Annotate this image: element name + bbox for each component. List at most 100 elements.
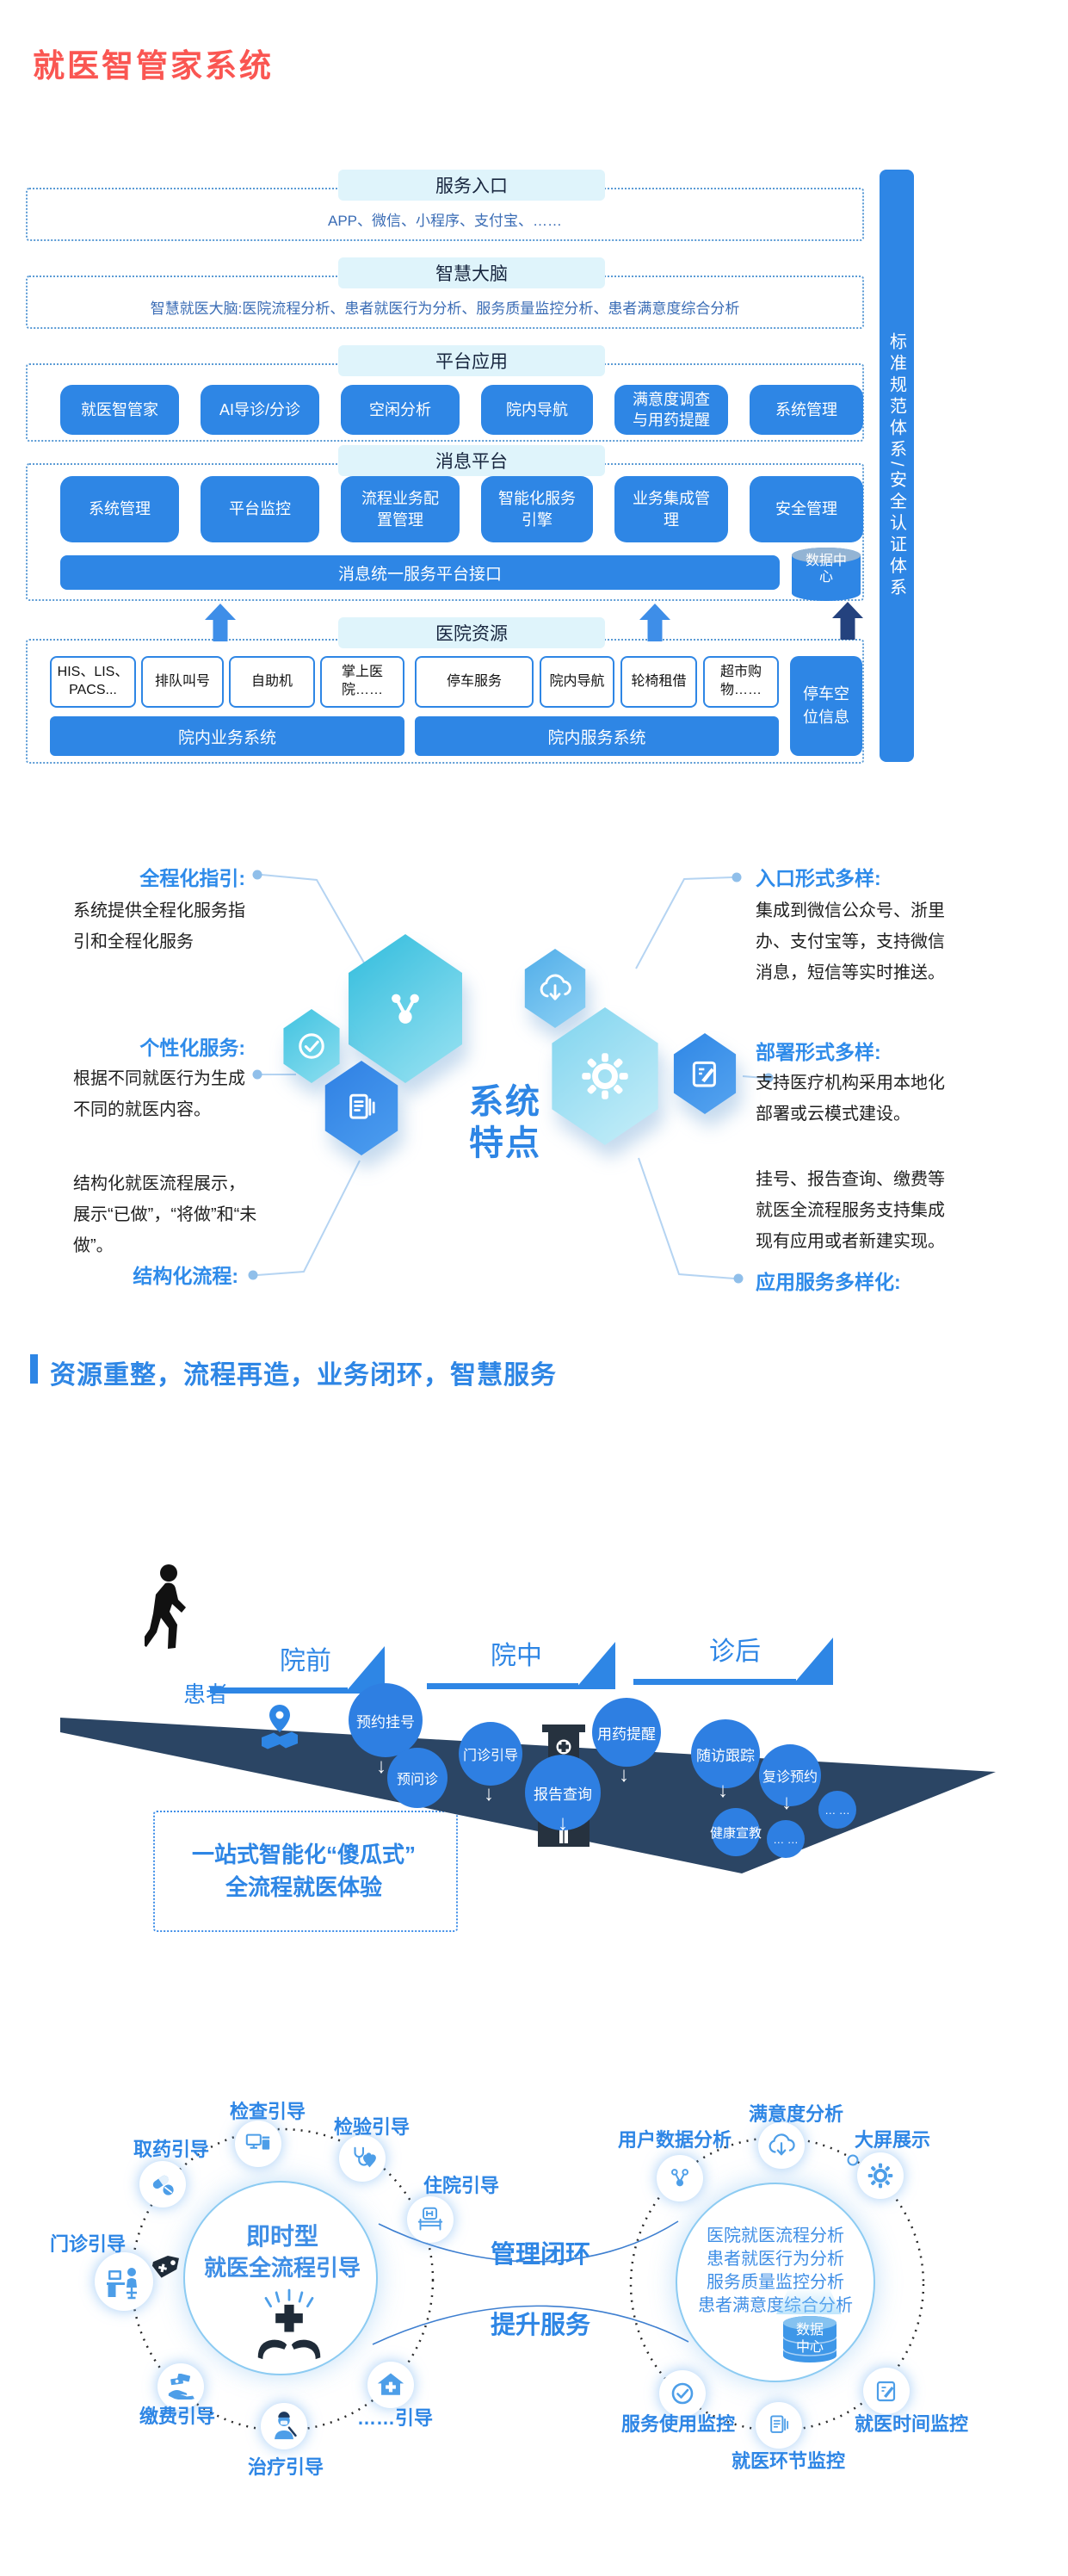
left-sat-label: 门诊引导 — [50, 2233, 127, 2255]
system-box: HIS、LIS、PACS... — [50, 656, 136, 708]
system-features-title: 系统 特点 — [469, 1081, 541, 1164]
patient-label: 患者 — [183, 1681, 229, 1707]
right-sat-label: 用户数据分析 — [618, 2129, 732, 2151]
journey-node: 预约挂号 — [349, 1683, 423, 1757]
journey-node-dots: … … — [767, 1820, 805, 1858]
stage-arrow-bar — [210, 1687, 348, 1694]
down-arrow-icon: ↓ — [376, 1755, 386, 1778]
module-chip: 智能化服务引擎 — [481, 476, 593, 542]
module-chip: 安全管理 — [750, 476, 863, 542]
hands-cross-icon — [255, 2288, 324, 2362]
feature-desc: 根据不同就医行为生成不同的就医内容。 — [73, 1069, 245, 1119]
pills-icon — [139, 2161, 186, 2208]
system-box: 停车服务 — [415, 656, 534, 708]
banner-accent-bar — [30, 1354, 38, 1384]
module-chip: 平台监控 — [201, 476, 319, 542]
payment-hand-icon — [157, 2363, 204, 2410]
stage-label: 院中 — [491, 1642, 542, 1670]
journey-node: 报告查询 — [525, 1755, 601, 1830]
analysis-line: 患者就医行为分析 — [707, 2250, 844, 2269]
edit-document-icon — [863, 2368, 910, 2414]
left-sat-label: 缴费引导 — [139, 2406, 216, 2427]
left-center-line2: 就医全流程引导 — [203, 2255, 361, 2281]
cloud-download-icon — [758, 2122, 805, 2169]
feature-title: 入口形式多样: — [756, 867, 881, 889]
app-chip: 满意度调查与用药提醒 — [614, 385, 728, 435]
home-cross-icon — [367, 2362, 414, 2408]
feature-title: 全程化指引: — [139, 867, 245, 889]
map-pin-icon — [258, 1705, 301, 1749]
stage-arrow-bar — [633, 1679, 796, 1685]
cloud-download-icon — [540, 974, 571, 1000]
right-sat-label: 就医时间监控 — [855, 2413, 969, 2435]
stage-label: 院前 — [280, 1647, 331, 1675]
feature-title: 部署形式多样: — [756, 1041, 881, 1063]
analysis-line: 患者满意度综合分析 — [698, 2296, 853, 2315]
walking-patient-icon — [145, 1564, 191, 1675]
app-chip: 空闲分析 — [341, 385, 460, 435]
service-systems-bar: 院内服务系统 — [415, 716, 779, 756]
feature-desc: 支持医疗机构采用本地化部署或云模式建设。 — [756, 1074, 945, 1124]
right-sat-label: 就医环节监控 — [732, 2450, 846, 2472]
experience-box — [153, 1811, 458, 1932]
app-chip: 系统管理 — [750, 385, 863, 435]
documents-icon — [756, 2402, 802, 2449]
right-center-circle — [676, 2183, 875, 2382]
documents-icon — [349, 1093, 375, 1119]
mid-label-bottom: 提升服务 — [490, 2312, 590, 2339]
up-arrow-icon — [639, 604, 670, 641]
stage-arrow-sail — [575, 1642, 615, 1689]
data-center-label: 数据 中心 — [779, 2322, 841, 2356]
down-arrow-icon: ↓ — [558, 1811, 568, 1835]
feature-title: 应用服务多样化: — [756, 1271, 901, 1293]
db-line1: 数据 — [795, 2323, 824, 2338]
left-sat-label: ……引导 — [357, 2407, 434, 2429]
system-box: 院内导航 — [540, 656, 614, 708]
smart-brain-content: 智慧就医大脑:医院流程分析、患者就医行为分析、服务质量监控分析、患者满意度综合分… — [150, 300, 740, 317]
left-sat-label: 取药引导 — [133, 2139, 210, 2160]
system-box: 轮椅租借 — [620, 656, 697, 708]
hospital-service-row: 停车服务 院内导航 轮椅租借 超市购物…… — [415, 656, 779, 708]
system-box: 超市购物…… — [703, 656, 779, 708]
interface-bar: 消息统一服务平台接口 — [60, 555, 780, 590]
left-sat-label: 治疗引导 — [248, 2456, 324, 2478]
parking-info-box: 停车空位信息 — [790, 656, 862, 756]
message-platform-label: 消息平台 — [338, 445, 605, 476]
feature-title: 结构化流程: — [133, 1265, 238, 1287]
gear-hexagon — [545, 1007, 665, 1145]
system-box: 掌上医院…… — [320, 656, 404, 708]
database-cylinder-icon — [779, 2313, 841, 2366]
app-chip: AI导诊/分诊 — [201, 385, 319, 435]
module-chip: 流程业务配置管理 — [341, 476, 460, 542]
journey-node: 健康宣教 — [710, 1808, 762, 1856]
analysis-line: 医院就医流程分析 — [707, 2226, 844, 2245]
hospital-business-row: HIS、LIS、PACS... 排队叫号 自助机 掌上医院…… — [50, 656, 404, 708]
message-modules-row: 系统管理 平台监控 流程业务配置管理 智能化服务引擎 业务集成管理 安全管理 — [60, 476, 863, 542]
journey-node: 用药提醒 — [592, 1698, 661, 1767]
share-network-icon — [657, 2155, 703, 2201]
edit-hexagon — [670, 1033, 740, 1114]
hospital-bed-icon — [407, 2196, 454, 2243]
share-network-icon — [392, 994, 419, 1024]
business-systems-bar: 院内业务系统 — [50, 716, 404, 756]
service-entry-content: APP、微信、小程序、支付宝、…… — [327, 213, 563, 229]
up-arrow-dark-icon — [832, 602, 863, 640]
platform-apps-row: 就医智管家 AI导诊/分诊 空闲分析 院内导航 满意度调查与用药提醒 系统管理 — [60, 385, 863, 435]
data-center-cylinder-icon — [789, 546, 863, 603]
service-entry-label: 服务入口 — [338, 170, 605, 201]
feature-desc: 挂号、报告查询、缴费等就医全流程服务支持集成现有应用或者新建实现。 — [756, 1170, 945, 1251]
banner-title: 资源重整，流程再造，业务闭环，智慧服务 — [50, 1361, 557, 1390]
db-line2: 中心 — [795, 2340, 824, 2355]
monitor-device-icon — [235, 2121, 281, 2167]
system-features-line2: 特点 — [469, 1124, 541, 1162]
platform-apps-label: 平台应用 — [338, 345, 605, 376]
check-circle-icon — [299, 1033, 324, 1059]
data-center-label: 数据中心 — [805, 554, 847, 585]
down-arrow-icon: ↓ — [484, 1782, 494, 1805]
edit-document-icon — [692, 1061, 716, 1087]
desk-computer-icon — [95, 2252, 153, 2311]
document-hexagon — [320, 1061, 403, 1155]
stage-label: 诊后 — [709, 1638, 761, 1666]
left-sat-label: 住院引导 — [423, 2175, 500, 2196]
up-arrow-icon — [205, 604, 236, 641]
